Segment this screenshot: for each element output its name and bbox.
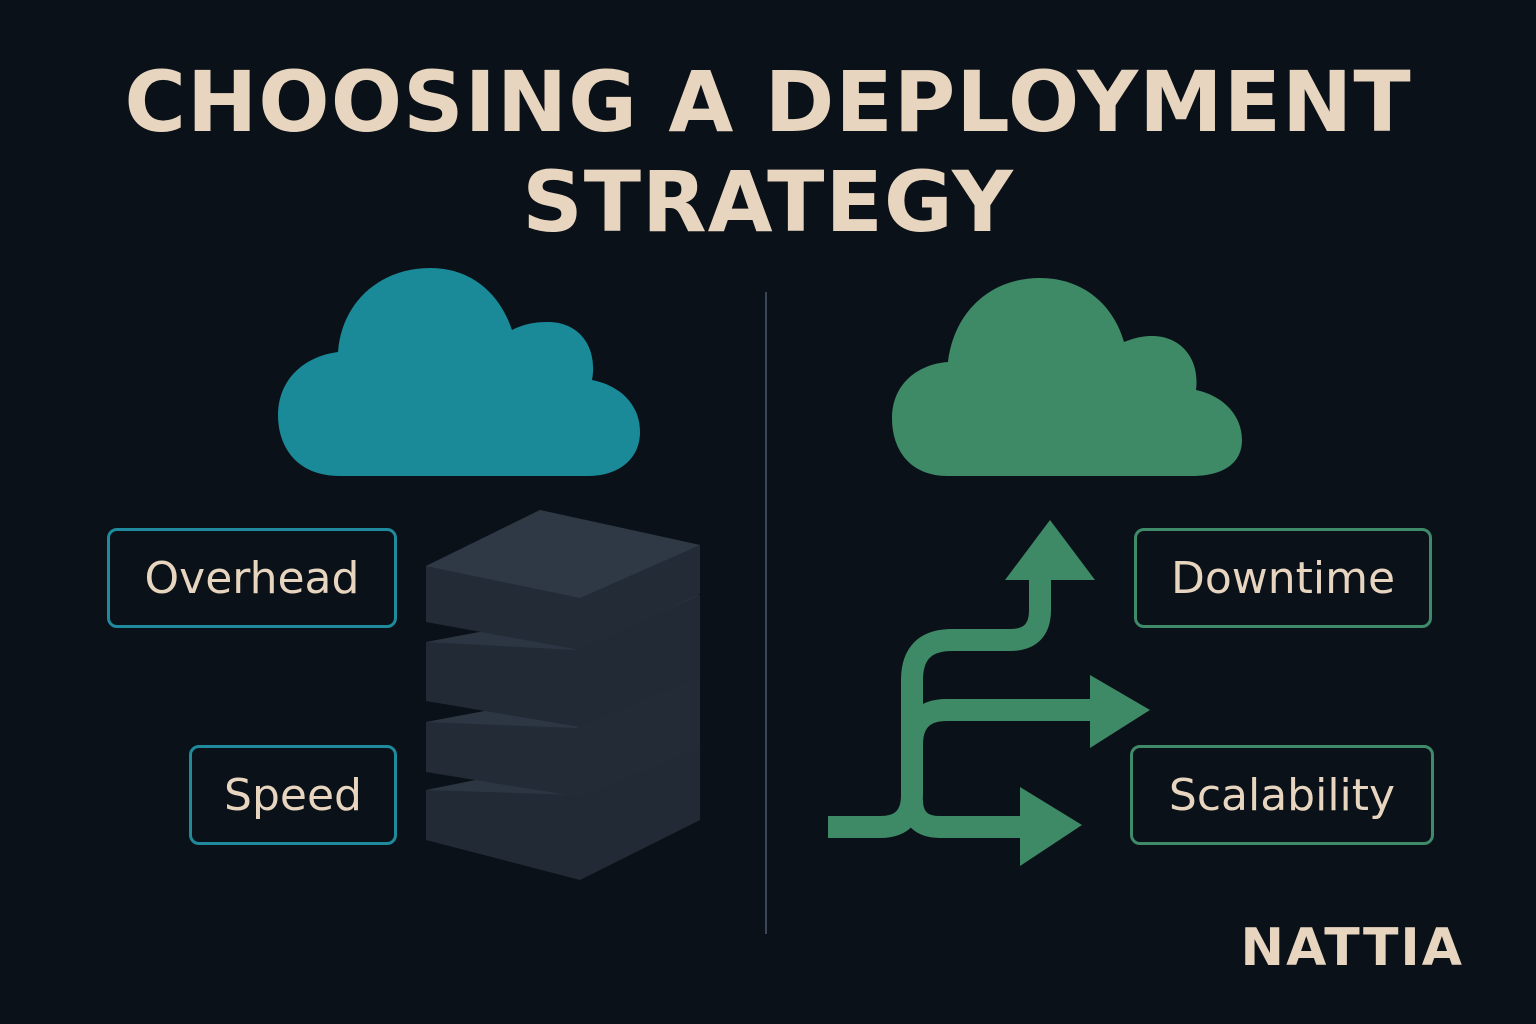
speed-label: Speed bbox=[189, 745, 397, 845]
brand-logo: NATTIA bbox=[1240, 918, 1464, 978]
scalability-text: Scalability bbox=[1168, 769, 1396, 821]
green-cloud-icon bbox=[892, 278, 1242, 476]
overhead-label: Overhead bbox=[107, 528, 397, 628]
overhead-text: Overhead bbox=[144, 552, 360, 604]
center-divider bbox=[765, 292, 767, 934]
scalability-label: Scalability bbox=[1130, 745, 1434, 845]
speed-text: Speed bbox=[224, 769, 362, 821]
arrow-up-head bbox=[1005, 520, 1095, 580]
teal-cloud-icon bbox=[278, 268, 640, 476]
downtime-label: Downtime bbox=[1134, 528, 1432, 628]
arrow-right-head-2 bbox=[1020, 787, 1082, 866]
branching-arrows-icon bbox=[828, 570, 1090, 838]
downtime-text: Downtime bbox=[1170, 552, 1396, 604]
page-title: CHOOSING A DEPLOYMENT STRATEGY bbox=[0, 52, 1536, 252]
title-line-2: STRATEGY bbox=[522, 153, 1014, 251]
title-line-1: CHOOSING A DEPLOYMENT bbox=[124, 53, 1412, 151]
server-stack-icon bbox=[426, 510, 700, 880]
arrow-right-head-1 bbox=[1090, 675, 1150, 748]
arrowheads bbox=[1005, 520, 1150, 866]
